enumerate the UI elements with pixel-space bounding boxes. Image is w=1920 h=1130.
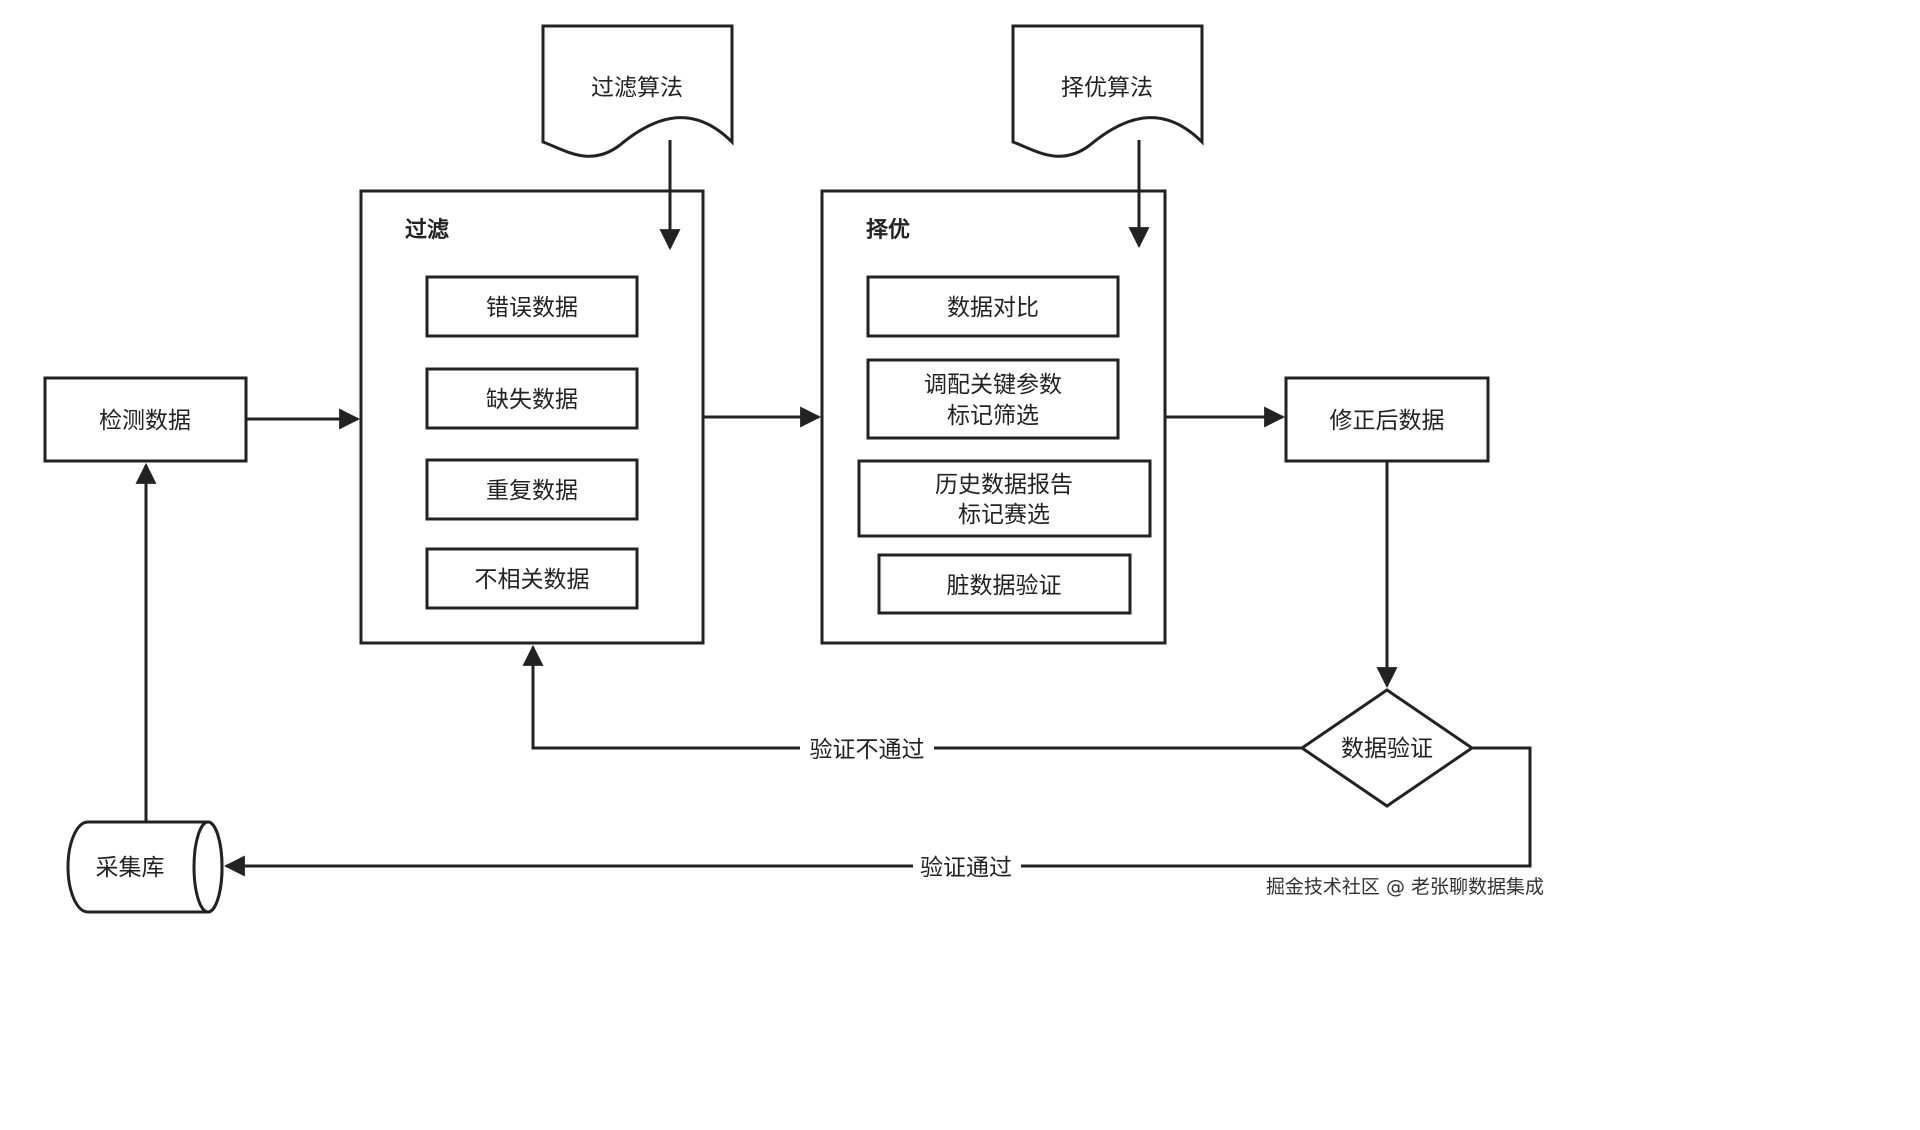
corrected-data-node: 修正后数据 — [1284, 376, 1490, 463]
optimize-group-title: 择优 — [866, 217, 910, 243]
optimize-item: 脏数据验证 — [877, 553, 1132, 615]
edge-label-validation-failed: 验证不通过 — [810, 737, 925, 763]
edge-label-bg — [800, 733, 934, 763]
optimize-algorithm-label: 择优算法 — [1061, 75, 1153, 101]
filter-item-label: 不相关数据 — [475, 567, 590, 593]
filter-item: 重复数据 — [425, 458, 639, 521]
filter-group-title: 过滤 — [405, 218, 449, 243]
filter-item: 缺失数据 — [425, 367, 639, 430]
flowchart-canvas: 过滤算法 择优算法 过滤 错误数据 缺失数据 重复数据 不相关数据 择优 — [43, 24, 1544, 914]
collection-db-node: 采集库 — [66, 820, 224, 914]
optimize-item: 历史数据报告 标记赛选 — [857, 459, 1152, 538]
detect-data-node: 检测数据 — [43, 376, 248, 463]
arrow-validation-failed — [522, 644, 1302, 750]
edge-label-validation-passed: 验证通过 — [920, 855, 1012, 881]
data-validation-label: 数据验证 — [1341, 736, 1433, 762]
edge-label-bg — [913, 851, 1021, 881]
arrow-validation-passed — [223, 746, 1532, 877]
filter-algorithm-doc: 过滤算法 — [541, 24, 734, 158]
optimize-item-label-line2: 标记赛选 — [958, 502, 1050, 528]
filter-item-label: 重复数据 — [486, 478, 578, 504]
filter-group: 过滤 错误数据 缺失数据 重复数据 不相关数据 — [359, 189, 705, 645]
optimize-item: 数据对比 — [866, 275, 1120, 338]
collection-db-label: 采集库 — [96, 855, 165, 881]
data-validation-decision: 数据验证 — [1299, 688, 1475, 808]
watermark-text: 掘金技术社区 @ 老张聊数据集成 — [1266, 876, 1544, 898]
filter-item: 错误数据 — [425, 275, 639, 338]
detect-data-label: 检测数据 — [99, 408, 191, 434]
optimize-item-label-line1: 历史数据报告 — [935, 472, 1073, 498]
optimize-item-label: 数据对比 — [947, 295, 1039, 321]
optimize-group: 择优 数据对比 调配关键参数 标记筛选 历史数据报告 标记赛选 脏数据验证 — [820, 189, 1167, 645]
optimize-item: 调配关键参数 标记筛选 — [866, 358, 1120, 440]
filter-item-label: 错误数据 — [486, 295, 578, 321]
optimize-item-label-line1: 调配关键参数 — [924, 372, 1062, 398]
optimize-item-label: 脏数据验证 — [947, 573, 1062, 599]
filter-item: 不相关数据 — [425, 547, 639, 610]
optimize-algorithm-doc: 择优算法 — [1011, 24, 1204, 158]
corrected-data-label: 修正后数据 — [1330, 408, 1445, 434]
filter-algorithm-label: 过滤算法 — [591, 75, 683, 101]
filter-item-label: 缺失数据 — [486, 387, 578, 413]
optimize-item-label-line2: 标记筛选 — [947, 403, 1039, 429]
